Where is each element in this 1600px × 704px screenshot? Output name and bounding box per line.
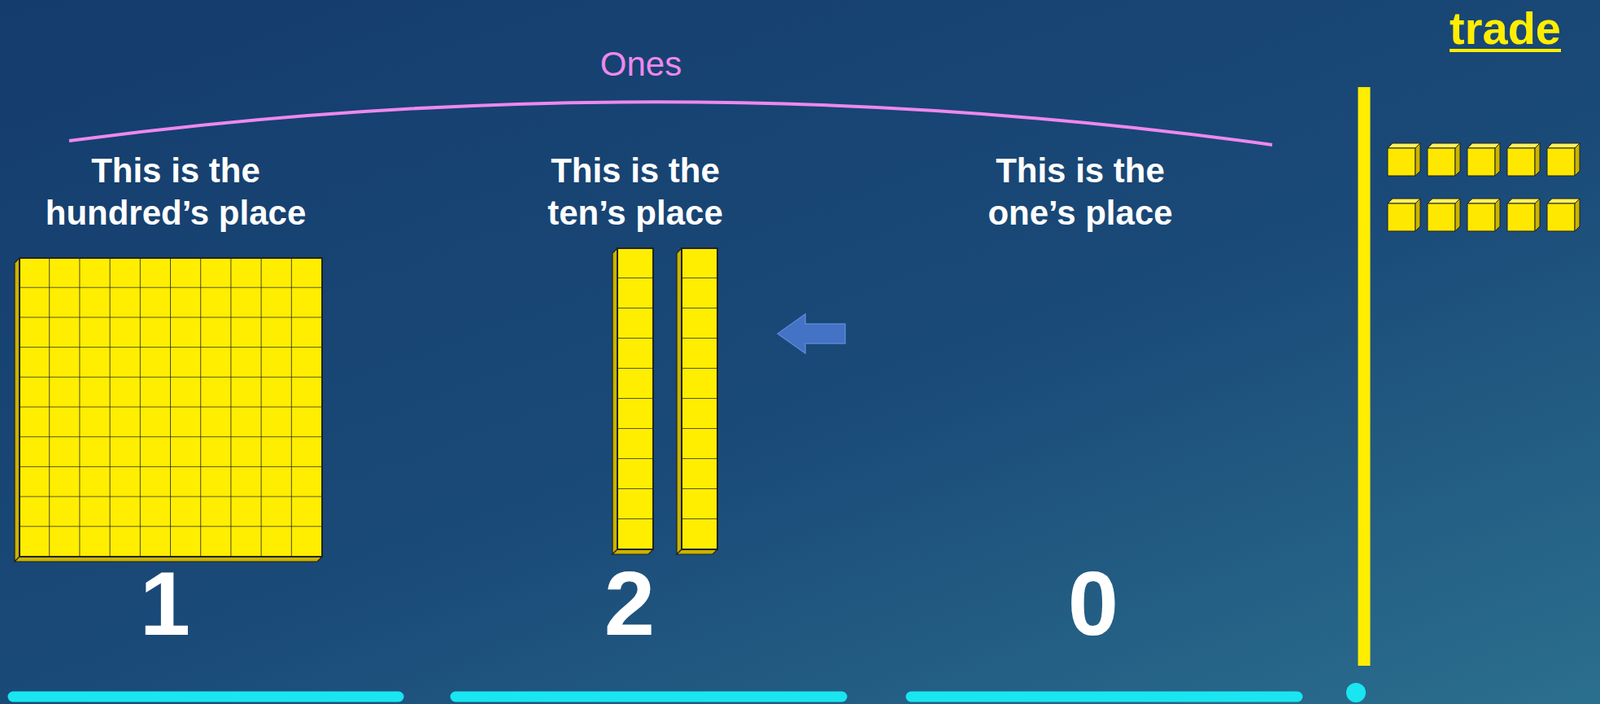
place-underlines [13,691,1298,702]
place-heading: This is the hundred’s place [23,149,329,235]
ten-rod [612,248,654,554]
place-digit: 0 [1028,558,1159,650]
divider-dot [1346,682,1366,702]
hundred-flat [14,257,323,562]
ones-bracket [69,101,1273,145]
place-heading: This is the one’s place [960,149,1201,235]
ten-rod [676,248,718,554]
title-text: trade [1449,1,1561,56]
trade-arrow [777,313,846,354]
place-digit: 1 [100,558,231,650]
bracket-label: Ones [559,45,723,83]
place-digit: 2 [564,558,695,650]
divider-line [1358,87,1371,666]
unit-cubes [1387,143,1580,232]
place-heading: This is the ten’s place [515,149,756,235]
